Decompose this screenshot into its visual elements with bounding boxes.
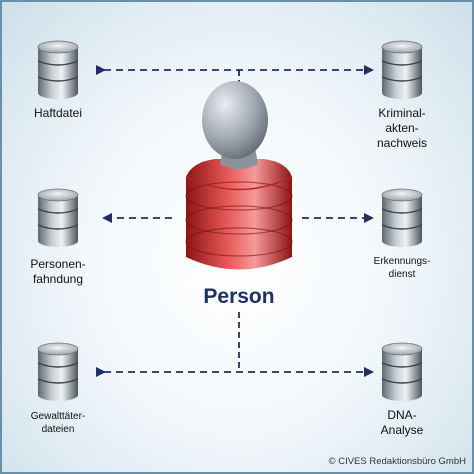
copyright-notice: © CIVES Redaktionsbüro GmbH <box>328 456 466 467</box>
person-label: Person <box>203 285 275 308</box>
database-icon <box>381 40 423 99</box>
label-dna-analyse: DNA- Analyse <box>380 408 424 437</box>
database-icon <box>37 40 79 99</box>
label-haftdatei: Haftdatei <box>33 106 83 120</box>
database-icon <box>381 188 423 247</box>
label-personenfahndung: Personen- fahndung <box>30 257 86 286</box>
database-icon <box>37 342 79 401</box>
person-icon <box>185 81 293 270</box>
database-icon <box>381 342 423 401</box>
label-gewalttaeterdateien: Gewalttäter- dateien <box>30 411 86 435</box>
database-icon <box>37 188 79 247</box>
connector-bottom <box>96 312 374 377</box>
label-erkennungsdienst: Erkennungs- dienst <box>373 256 431 280</box>
label-kriminalaktennachweis: Kriminal- akten- nachweis <box>376 106 428 150</box>
